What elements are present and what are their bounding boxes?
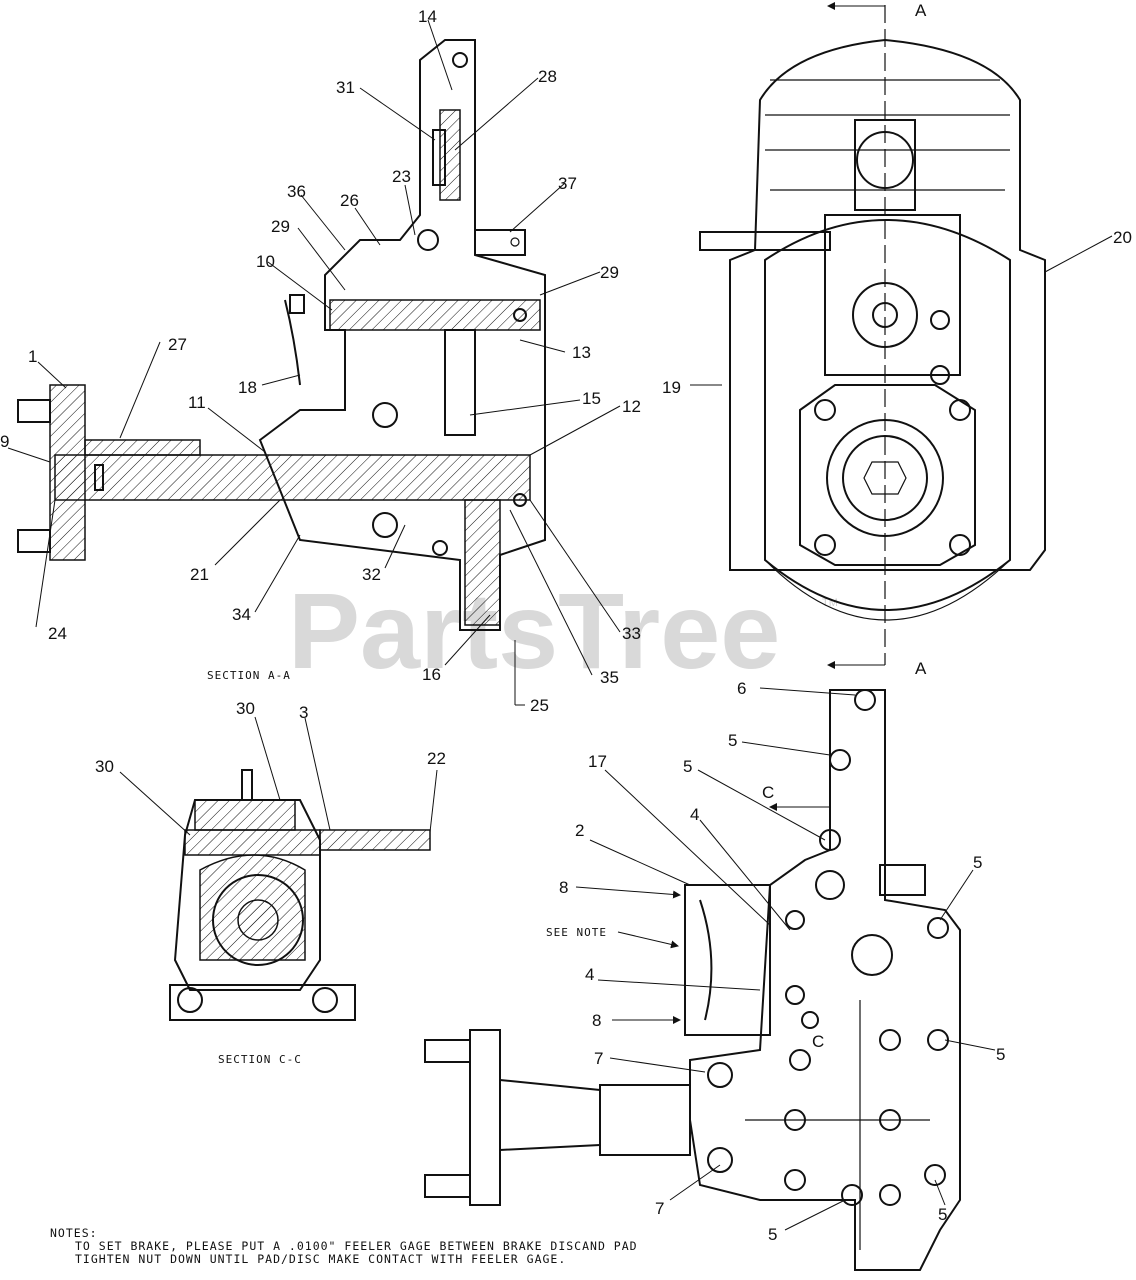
callout-32: 32 — [362, 565, 381, 584]
callout-5-b: 5 — [683, 757, 692, 776]
section-a-marker-bottom: A — [915, 659, 927, 678]
callout-4-lower: 4 — [585, 965, 594, 984]
callout-6: 6 — [737, 679, 746, 698]
notes-line-1: TO SET BRAKE, PLEASE PUT A .0100" FEELER… — [75, 1239, 638, 1253]
callout-36: 36 — [287, 182, 306, 201]
callout-10: 10 — [256, 252, 275, 271]
callout-5-d: 5 — [996, 1045, 1005, 1064]
callout-37: 37 — [558, 174, 577, 193]
callout-33: 33 — [622, 624, 641, 643]
callout-29-left: 29 — [271, 217, 290, 236]
transaxle-side-view — [424, 689, 961, 1271]
callout-1: 1 — [28, 347, 37, 366]
callout-5-a: 5 — [728, 731, 737, 750]
section-a-a-view — [17, 39, 546, 631]
callout-7-lower: 7 — [655, 1199, 664, 1218]
callout-22: 22 — [427, 749, 446, 768]
notes-heading: NOTES: — [50, 1226, 98, 1240]
callout-25: 25 — [530, 696, 549, 715]
callout-27: 27 — [168, 335, 187, 354]
callout-5-f: 5 — [768, 1225, 777, 1244]
callout-numbers: 1 2 3 4 4 5 5 5 5 5 5 5 6 7 7 8 8 9 10 1… — [0, 7, 1132, 1244]
callout-35: 35 — [600, 668, 619, 687]
callout-24: 24 — [48, 624, 67, 643]
callout-20: 20 — [1113, 228, 1132, 247]
section-a-marker-top: A — [915, 1, 927, 20]
section-markers: A A C C — [762, 1, 927, 1051]
callout-3: 3 — [299, 703, 308, 722]
section-c-c-view — [169, 769, 431, 1021]
callout-30-left: 30 — [95, 757, 114, 776]
callout-14: 14 — [418, 7, 437, 26]
callout-26: 26 — [340, 191, 359, 210]
callout-23: 23 — [392, 167, 411, 186]
callout-29-right: 29 — [600, 263, 619, 282]
see-note-label: SEE NOTE — [546, 926, 607, 939]
callout-30-top: 30 — [236, 699, 255, 718]
callout-12: 12 — [622, 397, 641, 416]
callout-31: 31 — [336, 78, 355, 97]
callout-21: 21 — [190, 565, 209, 584]
callout-2: 2 — [575, 821, 584, 840]
callout-7-upper: 7 — [594, 1049, 603, 1068]
section-c-marker-top: C — [762, 783, 774, 802]
callout-5-c: 5 — [973, 853, 982, 872]
section-c-marker-bottom: C — [812, 1032, 824, 1051]
callout-34: 34 — [232, 605, 251, 624]
callout-13: 13 — [572, 343, 591, 362]
callout-28: 28 — [538, 67, 557, 86]
transaxle-end-view — [699, 5, 1046, 665]
callout-15: 15 — [582, 389, 601, 408]
callout-leaders — [7, 19, 1113, 1231]
notes-line-2: TIGHTEN NUT DOWN UNTIL PAD/DISC MAKE CON… — [75, 1252, 567, 1266]
callout-8-upper: 8 — [559, 878, 568, 897]
callout-17: 17 — [588, 752, 607, 771]
section-a-caption: SECTION A-A — [207, 669, 291, 682]
callout-9: 9 — [0, 432, 9, 451]
callout-18: 18 — [238, 378, 257, 397]
callout-11: 11 — [188, 393, 206, 412]
callout-8-lower: 8 — [592, 1011, 601, 1030]
callout-16: 16 — [422, 665, 441, 684]
callout-19: 19 — [662, 378, 681, 397]
watermark-text: PartsTree — [288, 570, 780, 691]
callout-4-upper: 4 — [690, 805, 699, 824]
callout-5-e: 5 — [938, 1205, 947, 1224]
section-c-caption: SECTION C-C — [218, 1053, 302, 1066]
